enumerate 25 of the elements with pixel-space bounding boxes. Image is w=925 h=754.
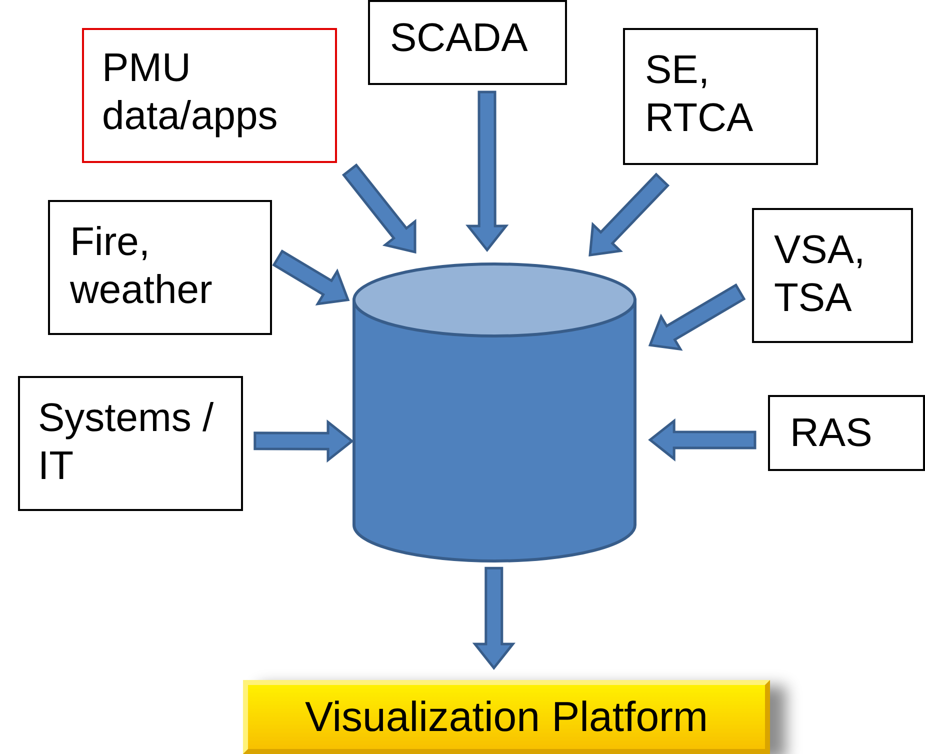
node-text: Visualization Platform — [304, 693, 708, 741]
node-text: Systems / IT — [38, 395, 215, 490]
text-box — [752, 208, 913, 343]
node-text: VSA, TSA — [774, 227, 866, 322]
node-text: PMU data/apps — [102, 45, 279, 140]
node-text: SCADA — [390, 15, 529, 62]
block-arrow — [648, 283, 746, 351]
text-box — [48, 200, 272, 335]
block-arrow — [272, 249, 350, 306]
block-arrow — [648, 418, 756, 462]
node-text: Fire, weather — [70, 219, 214, 314]
node-text: RAS — [790, 410, 874, 457]
text-box — [82, 28, 337, 163]
block-arrow — [588, 172, 670, 257]
block-arrow — [342, 163, 416, 254]
block-arrow — [254, 420, 354, 463]
text-box — [623, 28, 818, 165]
text-box — [768, 395, 925, 471]
text-box — [368, 0, 567, 85]
block-arrow — [472, 566, 516, 670]
block-arrow — [466, 90, 509, 252]
text-box — [18, 376, 243, 511]
database-cylinder — [352, 262, 637, 563]
node-text: SE, RTCA — [645, 47, 754, 142]
platform-box — [243, 680, 770, 754]
